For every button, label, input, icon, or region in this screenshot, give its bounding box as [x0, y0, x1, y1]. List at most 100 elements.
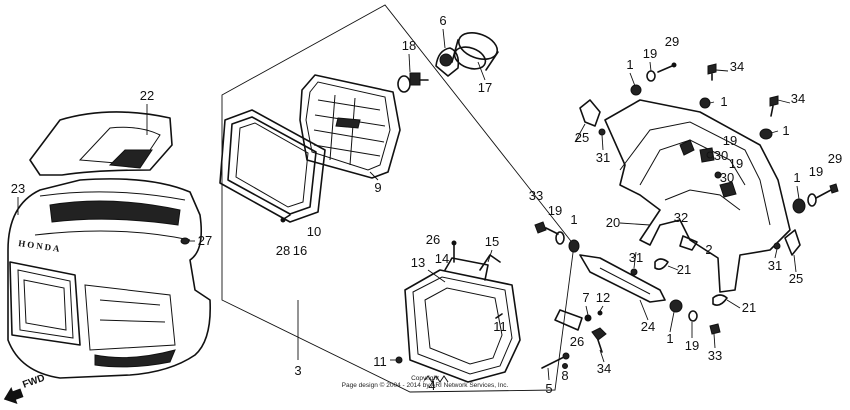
callout-1: 1 — [793, 170, 800, 185]
callout-24: 24 — [641, 319, 655, 334]
bolt-34-mid — [769, 95, 779, 117]
bolt-33-left — [534, 221, 559, 235]
honda-brand-text: HONDA — [18, 238, 62, 254]
callout-34: 34 — [597, 361, 611, 376]
callout-27: 27 — [198, 233, 212, 248]
cushion-21 — [654, 258, 728, 306]
callout-21: 21 — [677, 262, 691, 277]
callout-26: 26 — [426, 232, 440, 247]
screw-31-right — [773, 242, 781, 250]
grommet-27 — [180, 237, 190, 245]
callout-1: 1 — [626, 57, 633, 72]
callout-32: 32 — [674, 210, 688, 225]
copyright-line1: Copyright — [411, 375, 439, 382]
callout-19: 19 — [548, 203, 562, 218]
callout-22: 22 — [140, 88, 154, 103]
adjust-screw-26a — [451, 240, 457, 263]
callout-31: 31 — [629, 250, 643, 265]
sealed-beam-headlamp — [299, 74, 401, 179]
callout-25: 25 — [789, 271, 803, 286]
callout-33: 33 — [529, 188, 543, 203]
bolt-29-right — [815, 183, 839, 199]
callout-23: 23 — [11, 181, 25, 196]
callout-21: 21 — [742, 300, 756, 315]
callout-3: 3 — [294, 363, 301, 378]
upper-cowl-fairing: HONDA — [7, 111, 212, 379]
callout-16: 16 — [293, 243, 307, 258]
callout-13: 13 — [411, 255, 425, 270]
callout-1: 1 — [570, 212, 577, 227]
bolt-34-lower — [591, 327, 607, 353]
bulb-socket — [435, 47, 460, 77]
washer-19-top — [646, 70, 656, 82]
callout-34: 34 — [730, 59, 744, 74]
headlight-bulb — [397, 72, 429, 93]
callout-31: 31 — [768, 258, 782, 273]
callout-20: 20 — [606, 215, 620, 230]
turn-signal-stay — [579, 254, 666, 303]
callout-4: 4 — [428, 378, 435, 393]
bolt-29-top — [657, 62, 677, 73]
callout-5: 5 — [545, 381, 552, 396]
callout-7: 7 — [582, 290, 589, 305]
callout-19: 19 — [729, 156, 743, 171]
callout-29: 29 — [665, 34, 679, 49]
grommet-1-mid — [699, 97, 711, 109]
adjuster-spring — [424, 375, 449, 383]
callout-19: 19 — [643, 46, 657, 61]
callout-11: 11 — [493, 319, 507, 334]
washer-19-left — [555, 231, 565, 245]
headlight-rim — [219, 109, 326, 223]
screw-31-left — [598, 128, 606, 136]
callout-18: 18 — [402, 38, 416, 53]
forward-direction-indicator: FWD — [3, 373, 46, 404]
collar-2 — [679, 235, 698, 251]
callout-14: 14 — [435, 251, 449, 266]
callout-26: 26 — [570, 334, 584, 349]
rim-screw-28 — [280, 214, 291, 223]
nut-30-b — [714, 171, 722, 179]
callout-19: 19 — [685, 338, 699, 353]
callout-1: 1 — [720, 94, 727, 109]
bolt-33-lower — [709, 323, 721, 335]
callout-30: 30 — [720, 170, 734, 185]
nut-30-a — [706, 151, 714, 159]
callout-1: 1 — [666, 331, 673, 346]
case-screw-11b — [495, 313, 503, 319]
assembly-outline — [221, 4, 575, 393]
grommet-1-lower — [669, 299, 683, 313]
grommet-1-mid2 — [759, 128, 773, 140]
nut-8 — [562, 363, 568, 369]
callout-19: 19 — [723, 133, 737, 148]
bracket-25-left — [579, 99, 601, 127]
bolt-34-top — [707, 63, 717, 81]
headlight-stay-frame — [604, 99, 791, 293]
callout-28: 28 — [276, 243, 290, 258]
callout-29: 29 — [828, 151, 842, 166]
dust-cover — [451, 32, 499, 71]
callout-30: 30 — [714, 148, 728, 163]
callout-8: 8 — [561, 368, 568, 383]
callout-6: 6 — [439, 13, 446, 28]
mount-bracket — [554, 309, 603, 331]
callout-15: 15 — [485, 234, 499, 249]
washer-19-right — [807, 193, 817, 207]
bracket-25-right — [784, 229, 801, 256]
leader-lines — [17, 28, 800, 381]
callout-25: 25 — [575, 130, 589, 145]
callout-19: 19 — [809, 164, 823, 179]
adjusting-screw — [541, 352, 570, 369]
washer-19-lower — [688, 310, 698, 322]
grommet-1-right — [792, 198, 806, 214]
callout-34: 34 — [791, 91, 805, 106]
callout-33: 33 — [708, 348, 722, 363]
callout-9: 9 — [374, 180, 381, 195]
copyright-line2: Page design © 2004 - 2014 by ARI Network… — [342, 381, 509, 389]
callout-2: 2 — [705, 242, 712, 257]
callout-12: 12 — [596, 290, 610, 305]
case-screw-11 — [390, 356, 403, 364]
callout-17: 17 — [478, 80, 492, 95]
fwd-label: FWD — [21, 373, 46, 391]
